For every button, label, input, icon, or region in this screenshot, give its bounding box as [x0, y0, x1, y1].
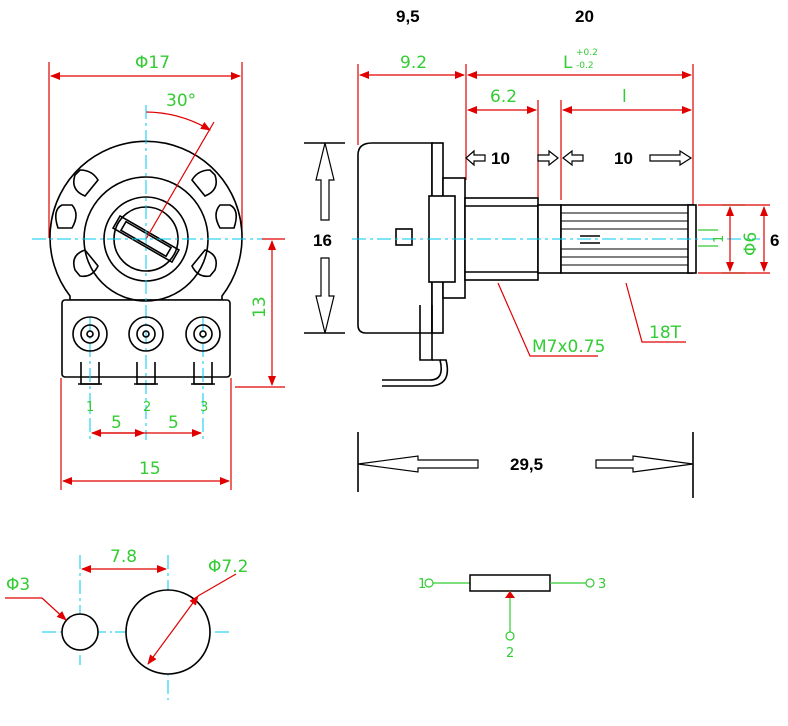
panel-cutout: 7.8 Φ3 Φ7.2 [5, 547, 248, 700]
dim-phi3-label: Φ3 [6, 575, 30, 595]
resistor-symbol [469, 574, 551, 592]
knurl-label: 18T [649, 323, 682, 343]
dim-29-5-label: 29,5 [510, 455, 543, 474]
dim-13-label: 13 [250, 296, 270, 318]
dim-20-label: 20 [575, 7, 594, 26]
schematic-pin-1: 1 [418, 577, 426, 592]
dim-l-label: l [622, 87, 627, 107]
dim-10-right-label: 10 [614, 149, 633, 168]
dim-phi7-2-label: Φ7.2 [208, 557, 248, 577]
dim-pitch-2-label: 5 [168, 413, 179, 433]
dim-10-left-label: 10 [491, 149, 510, 168]
front-view: Φ17 30° [32, 53, 285, 490]
dim-7-8-label: 7.8 [110, 547, 137, 567]
tol-plus: +0.2 [576, 48, 598, 58]
dim-6-label: 6 [770, 231, 779, 250]
schematic: 1 3 2 [418, 574, 606, 661]
pin-3-label: 3 [200, 400, 208, 415]
schematic-pin-3: 3 [598, 577, 606, 592]
pin-2-label: 2 [143, 400, 151, 415]
hole-large [125, 589, 211, 675]
side-view: 9,5 20 9.2 L +0.2 -0.2 6.2 l 10 10 16 [304, 7, 779, 498]
dim-phi6-label: Φ6 [741, 232, 761, 256]
dim-pitch-1-label: 5 [111, 413, 122, 433]
dim-9-5-label: 9,5 [396, 7, 420, 26]
dim-6-2-label: 6.2 [490, 87, 517, 107]
schematic-pin-2: 2 [506, 646, 514, 661]
thread-label: M7x0.75 [532, 337, 605, 357]
pin-holes [72, 316, 221, 352]
dim-16-label: 16 [313, 231, 332, 250]
pin-1-label: 1 [86, 400, 94, 415]
side-body [357, 142, 433, 334]
hole-small [61, 613, 99, 651]
dim-9-2-label: 9.2 [400, 53, 427, 73]
dim-15-label: 15 [139, 459, 161, 479]
angle-label: 30° [166, 91, 196, 111]
tol-minus: -0.2 [576, 61, 594, 71]
dim-L-label: L [563, 53, 573, 73]
dim-1-label: 1 [712, 235, 727, 243]
dim-phi17-label: Φ17 [135, 53, 170, 73]
